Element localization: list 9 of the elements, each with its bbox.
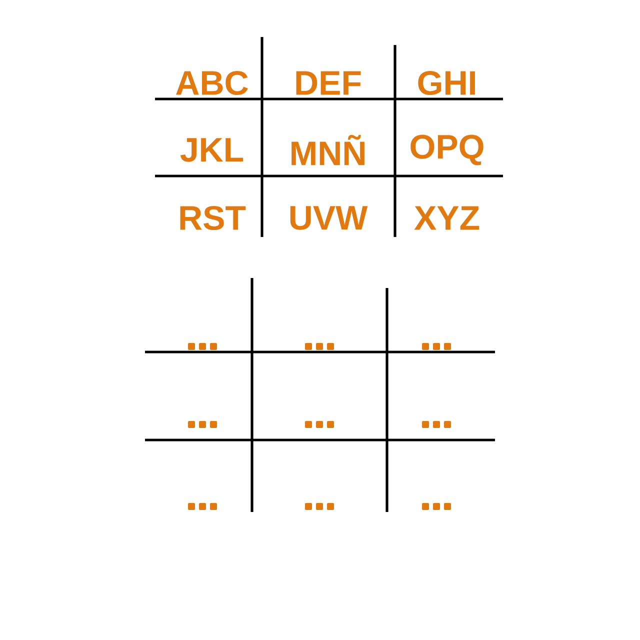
cipher-letters: DEF	[296, 71, 361, 95]
cipher-letters: MNÑ	[292, 134, 364, 166]
cipher-letters: RST	[180, 206, 246, 230]
cipher-letters: XYZ	[414, 206, 480, 230]
cipher-letters: JKL	[180, 138, 244, 162]
cipher-letters: GHI	[418, 70, 475, 96]
cipher-letters: UVW	[290, 206, 368, 230]
cipher-letters: OPQ	[410, 134, 484, 166]
cipher-letters: ABC	[176, 70, 248, 96]
